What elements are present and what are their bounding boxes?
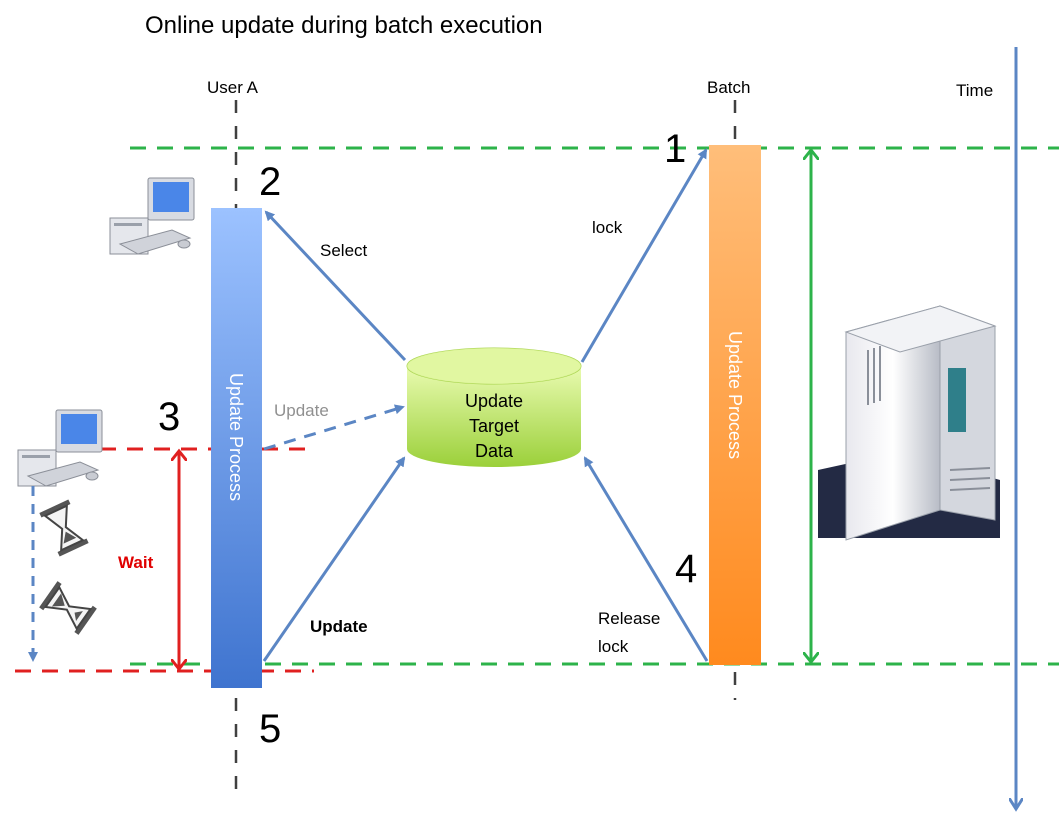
user-update-process-bar <box>211 208 262 688</box>
update-final-label: Update <box>310 617 368 636</box>
step-number-5: 5 <box>259 707 281 751</box>
update-dashed-arrow <box>263 404 405 451</box>
step-number-2: 2 <box>259 160 281 204</box>
select-arrow <box>264 210 407 362</box>
lock-arrow <box>580 148 708 363</box>
lock-label: lock <box>592 218 623 237</box>
step-number-3: 3 <box>158 395 180 439</box>
diagram-title: Online update during batch execution <box>145 12 543 39</box>
lane-label-batch: Batch <box>707 78 750 97</box>
server-icon <box>818 305 1000 541</box>
lane-label-user: User A <box>207 78 259 97</box>
batch-update-process-bar <box>709 145 761 665</box>
release-label-line2: lock <box>598 637 629 656</box>
release-lock-arrow <box>583 456 709 662</box>
select-label: Select <box>320 241 368 260</box>
database-cylinder <box>406 347 582 467</box>
wait-label: Wait <box>118 553 154 572</box>
release-label-line1: Release <box>598 609 660 628</box>
update-dashed-label: Update <box>274 401 329 420</box>
step-number-1: 1 <box>664 127 686 171</box>
db-label-line1: Update <box>465 391 523 411</box>
computer-icon <box>109 177 195 255</box>
lane-label-time: Time <box>956 81 993 100</box>
hourglass-icon <box>39 581 97 635</box>
user-bar-label: Update Process <box>226 373 246 501</box>
hourglass-icon <box>39 499 89 557</box>
db-label-line3: Data <box>475 441 514 461</box>
db-label-line2: Target <box>469 416 519 436</box>
step-number-4: 4 <box>675 547 697 591</box>
computer-icon <box>17 409 103 487</box>
batch-bar-label: Update Process <box>725 331 745 459</box>
update-final-arrow <box>262 456 406 662</box>
